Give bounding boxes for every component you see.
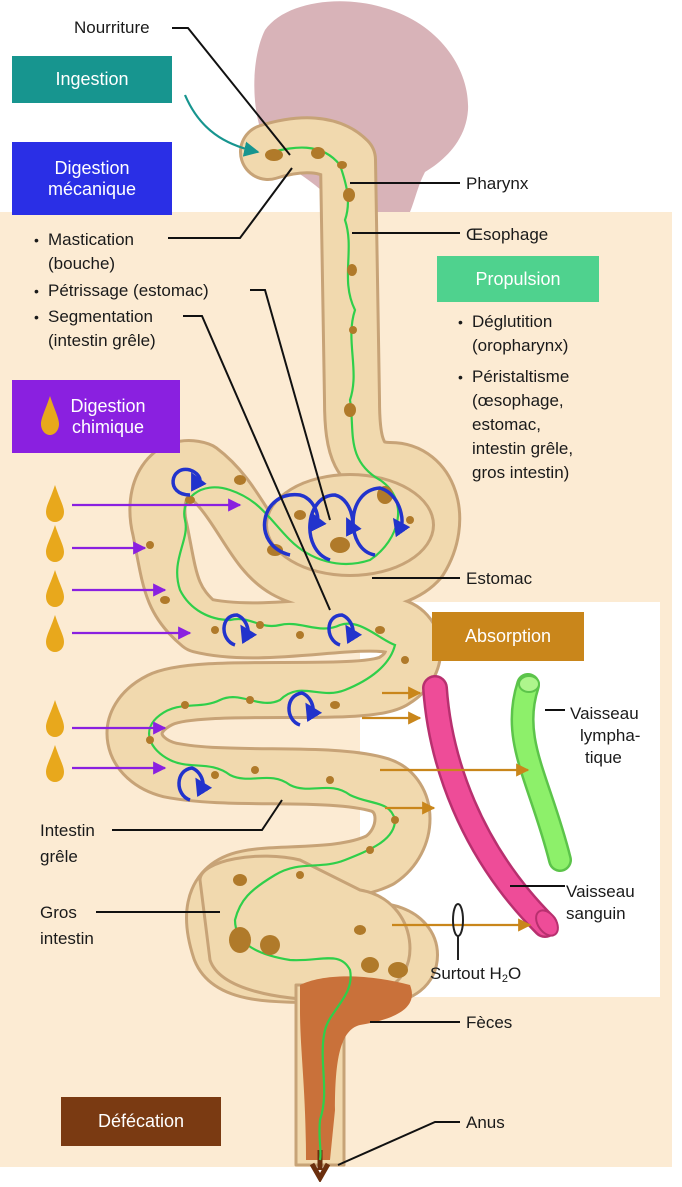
label-vaisseau-sanguin-1: Vaisseau	[566, 882, 635, 901]
label-pharynx: Pharynx	[466, 174, 529, 193]
label-oesophage: Œsophage	[466, 225, 549, 244]
prop-item-peristaltisme-sub1: (œsophage,	[472, 391, 564, 410]
label-feces: Fèces	[466, 1013, 513, 1032]
label-gros-intestin-1: Gros	[40, 903, 77, 922]
digestion-chimique-line1: Digestion	[70, 395, 146, 416]
label-surtout-h2o-prefix: Surtout H	[430, 964, 502, 983]
prop-item-peristaltisme-sub4: gros intestin)	[472, 463, 570, 482]
prop-item-peristaltisme-sub3: intestin grêle,	[472, 439, 574, 458]
peristalsis-line	[148, 146, 400, 1161]
label-estomac: Estomac	[466, 569, 533, 588]
digestion-mecanique-box: Digestion mécanique	[12, 142, 172, 215]
food-particles	[146, 147, 414, 978]
chemical-arrows	[72, 498, 242, 775]
label-vaisseau-lymphatique-1: Vaisseau	[570, 704, 639, 723]
mech-item-petrissage: Pétrissage (estomac)	[34, 280, 209, 302]
label-vaisseau-sanguin-2: sanguin	[566, 904, 626, 923]
prop-item-peristaltisme-sub2: estomac,	[472, 415, 541, 434]
digestion-mecanique-line2: mécanique	[47, 178, 137, 199]
lymph-vessel-end	[518, 675, 540, 693]
mech-item-segmentation: Segmentation	[34, 306, 153, 328]
absorption-label: Absorption	[464, 626, 552, 646]
propulsion-label: Propulsion	[475, 268, 561, 289]
defecation-box: Défécation	[61, 1097, 221, 1146]
label-vaisseau-lymphatique-3: tique	[585, 748, 622, 767]
ingestion-box: Ingestion	[12, 56, 172, 103]
label-anus: Anus	[466, 1113, 505, 1132]
absorption-arrows	[362, 686, 532, 932]
prop-item-deglutition-sub: (oropharynx)	[472, 336, 569, 355]
label-gros-intestin-2: intestin	[40, 929, 94, 948]
ingestion-label: Ingestion	[55, 69, 129, 89]
label-surtout-h2o-suffix: O	[507, 964, 522, 983]
digestion-chimique-line2: chimique	[71, 416, 145, 437]
label-surtout-h2o-sub: 2	[501, 973, 508, 985]
digestion-chimique-box: Digestion chimique	[12, 380, 180, 453]
label-nourriture: Nourriture	[74, 18, 150, 37]
label-intestin-grele-2: grêle	[40, 847, 78, 866]
prop-item-deglutition: Déglutition	[458, 311, 552, 333]
digestion-mecanique-line1: Digestion	[54, 157, 130, 178]
ingestion-arrow	[183, 94, 260, 157]
blood-vessel-fill	[424, 677, 556, 936]
absorption-box: Absorption	[432, 612, 584, 661]
label-surtout-h2o: Surtout H2O	[430, 963, 521, 990]
mech-item-mastication: Mastication	[34, 229, 134, 251]
mech-item-mastication-sub: (bouche)	[48, 254, 116, 273]
propulsion-box: Propulsion	[437, 256, 599, 302]
chemical-drop-icon	[41, 396, 59, 435]
prop-item-peristaltisme: Péristaltisme	[458, 366, 569, 388]
lymph-vessel-fill	[512, 675, 570, 870]
blood-vessel-end	[535, 909, 559, 937]
label-vaisseau-lymphatique-2: lympha-	[580, 726, 641, 745]
mixing-swirls	[171, 467, 411, 802]
label-intestin-grele-1: Intestin	[40, 821, 95, 840]
mech-item-segmentation-sub: (intestin grêle)	[48, 331, 156, 350]
defecation-label: Défécation	[97, 1111, 185, 1131]
leader-lines	[96, 27, 565, 1166]
